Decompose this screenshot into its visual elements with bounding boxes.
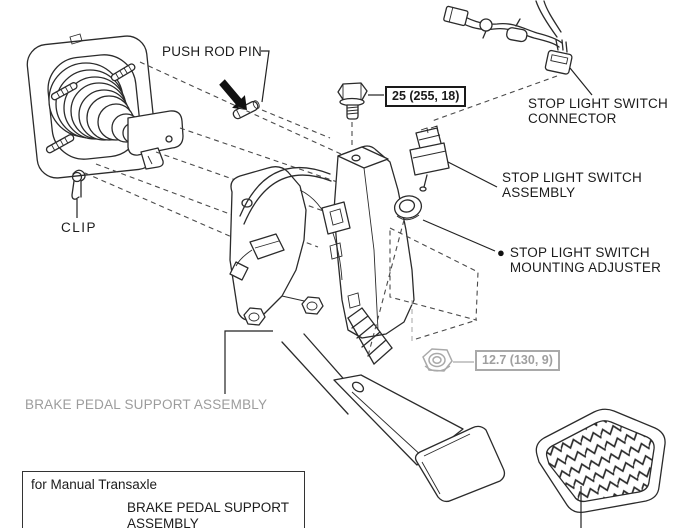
flange-nut-part xyxy=(422,348,453,372)
push-rod-pin-part xyxy=(232,100,260,120)
brake-pedal-support-assembly-part xyxy=(229,145,415,415)
note-box-header: for Manual Transaxle xyxy=(31,477,158,492)
wire-harness-part xyxy=(443,0,573,75)
torque-spec-bolt: 25 (255, 18) xyxy=(385,86,467,107)
torque-spec-nut: 12.7 (130, 9) xyxy=(475,350,560,371)
pedal-pad-rubber-part xyxy=(535,408,666,513)
stop-light-switch-part xyxy=(409,125,450,192)
adjuster-projection-box xyxy=(389,227,479,341)
stop-light-switch-assembly-label: STOP LIGHT SWITCH ASSEMBLY xyxy=(502,170,642,200)
manual-transaxle-note-box: for Manual Transaxle BRAKE PEDAL SUPPORT… xyxy=(22,471,305,528)
clip-label: CLIP xyxy=(61,220,98,235)
stop-light-switch-connector-label: STOP LIGHT SWITCH CONNECTOR xyxy=(528,96,668,126)
mounting-adjuster-label-row: ● STOP LIGHT SWITCH MOUNTING ADJUSTER xyxy=(497,245,661,275)
leader-lines xyxy=(76,50,593,528)
stop-light-switch-mounting-adjuster-label: STOP LIGHT SWITCH MOUNTING ADJUSTER xyxy=(509,245,662,275)
connector-to-switch-line xyxy=(431,75,558,122)
brake-booster-part xyxy=(26,33,184,179)
bolt-part xyxy=(337,82,368,120)
install-direction-arrow-icon xyxy=(219,79,247,110)
push-rod-pin-label: PUSH ROD PIN xyxy=(162,44,262,59)
note-box-support-assembly-label: BRAKE PEDAL SUPPORT ASSEMBLY xyxy=(127,500,290,528)
adjuster-axis-line xyxy=(367,219,405,357)
mounting-adjuster-part xyxy=(393,195,423,221)
non-reusable-part-icon: ● xyxy=(497,245,505,260)
brake-pedal-support-assembly-label: BRAKE PEDAL SUPPORT ASSEMBLY xyxy=(25,397,268,412)
clip-part xyxy=(71,169,86,200)
pedal-arm-and-pad xyxy=(333,374,506,503)
